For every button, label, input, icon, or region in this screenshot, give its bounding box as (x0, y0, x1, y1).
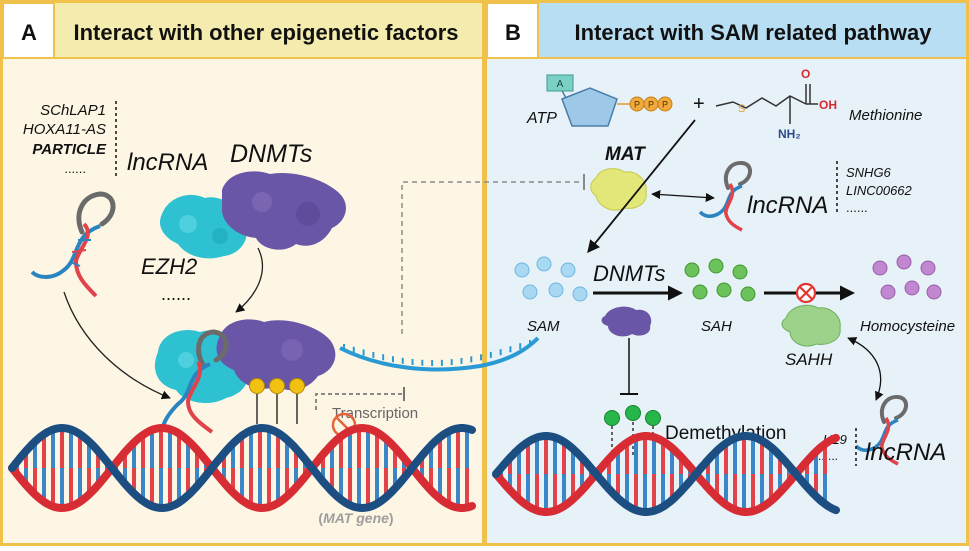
arrow-to-sam (587, 119, 696, 253)
arrow-lncrna-to-complex (63, 291, 171, 400)
lncrna-molecule-b (698, 160, 752, 232)
panel-a-letter: A (21, 20, 37, 45)
sam-molecules (514, 256, 588, 302)
lncrna-label-h19: lncRNA (865, 439, 946, 466)
sahh-lncrna-interaction-arrow (847, 337, 884, 401)
methyl-groups-a (249, 378, 305, 424)
lncrna-name-ellipsis-b: ...... (846, 200, 868, 215)
mat-gene-inhibits-mat-line (401, 181, 584, 334)
dna-helix-a (8, 423, 476, 513)
lncrna-name-ellipsis: ...... (64, 161, 86, 176)
phosphate-label-1: P (634, 100, 640, 110)
panel-a-letter-box (2, 2, 55, 59)
sahh-enzyme (781, 304, 841, 347)
sahh-label: SAHH (785, 350, 833, 369)
mat-label: MAT (605, 144, 646, 165)
sah-label: SAH (701, 318, 732, 335)
ezh2-label: EZH2 (141, 254, 197, 279)
dna-strand-blue (8, 423, 476, 513)
panel-a-title: Interact with other epigenetic factors (73, 20, 458, 45)
homocysteine-molecules (872, 254, 942, 300)
mat-enzyme (590, 168, 647, 211)
arrow-proteins-to-complex (235, 247, 264, 313)
pathway-blocked-icon (795, 282, 817, 304)
lncrna-name-snhg6: SNHG6 (846, 165, 892, 180)
panel-a-header (3, 3, 482, 58)
lncrna-name-particle: PARTICLE (32, 141, 107, 158)
dnmts-label-b: DNMTs (593, 261, 666, 286)
dnmts-protein-b (601, 306, 652, 337)
complex-dnmts-part (216, 319, 336, 391)
adenine-label: A (557, 79, 564, 90)
plus-sign: + (693, 93, 705, 115)
dnmts-label-a: DNMTs (230, 140, 312, 168)
phosphate-label-2: P (648, 100, 654, 110)
oxygen-label: O (801, 67, 810, 81)
lncrna-molecule-h19 (854, 394, 908, 466)
atp-label: ATP (526, 110, 557, 127)
mat-gene-label: (MAT gene) (318, 510, 393, 526)
panel-b-header (487, 3, 966, 58)
sah-molecules (684, 258, 756, 302)
lncrna-label-a: lncRNA (127, 149, 208, 176)
dna-strand-red (492, 432, 840, 516)
panel-b-letter: B (505, 20, 521, 45)
sulfur-label: S (738, 103, 745, 115)
sam-label: SAM (527, 318, 560, 335)
atp-molecule: A P P P (546, 74, 673, 127)
panel-b-title: Interact with SAM related pathway (575, 20, 933, 45)
lncrna-label-b: lncRNA (747, 192, 828, 219)
lncrna-molecule-a (30, 191, 116, 298)
ezh2-ellipsis: ...... (161, 284, 191, 304)
phosphate-label-3: P (662, 100, 668, 110)
homocysteine-label: Homocysteine (860, 318, 955, 335)
lncrna-name-schlap1: SChLAP1 (40, 102, 106, 119)
panel-b-letter-box (486, 2, 539, 59)
dna-strand-red (8, 423, 476, 513)
methionine-molecule: O OH S NH₂ (715, 67, 837, 141)
dna-strand-blue (492, 432, 840, 516)
dna-helix-b (492, 432, 840, 516)
transcription-inhibition-line (315, 393, 404, 410)
mrna-strand (339, 336, 540, 372)
dnmts-protein-a (221, 171, 346, 250)
complex-lncrna (160, 329, 229, 434)
lncrna-name-hoxa11-as: HOXA11-AS (23, 121, 106, 138)
methionine-label: Methionine (849, 107, 922, 124)
mat-lncrna-interaction-arrow (651, 189, 715, 203)
lncrna-name-linc00662: LINC00662 (846, 183, 913, 198)
amine-label: NH₂ (778, 127, 801, 141)
hydroxyl-label: OH (819, 98, 837, 112)
